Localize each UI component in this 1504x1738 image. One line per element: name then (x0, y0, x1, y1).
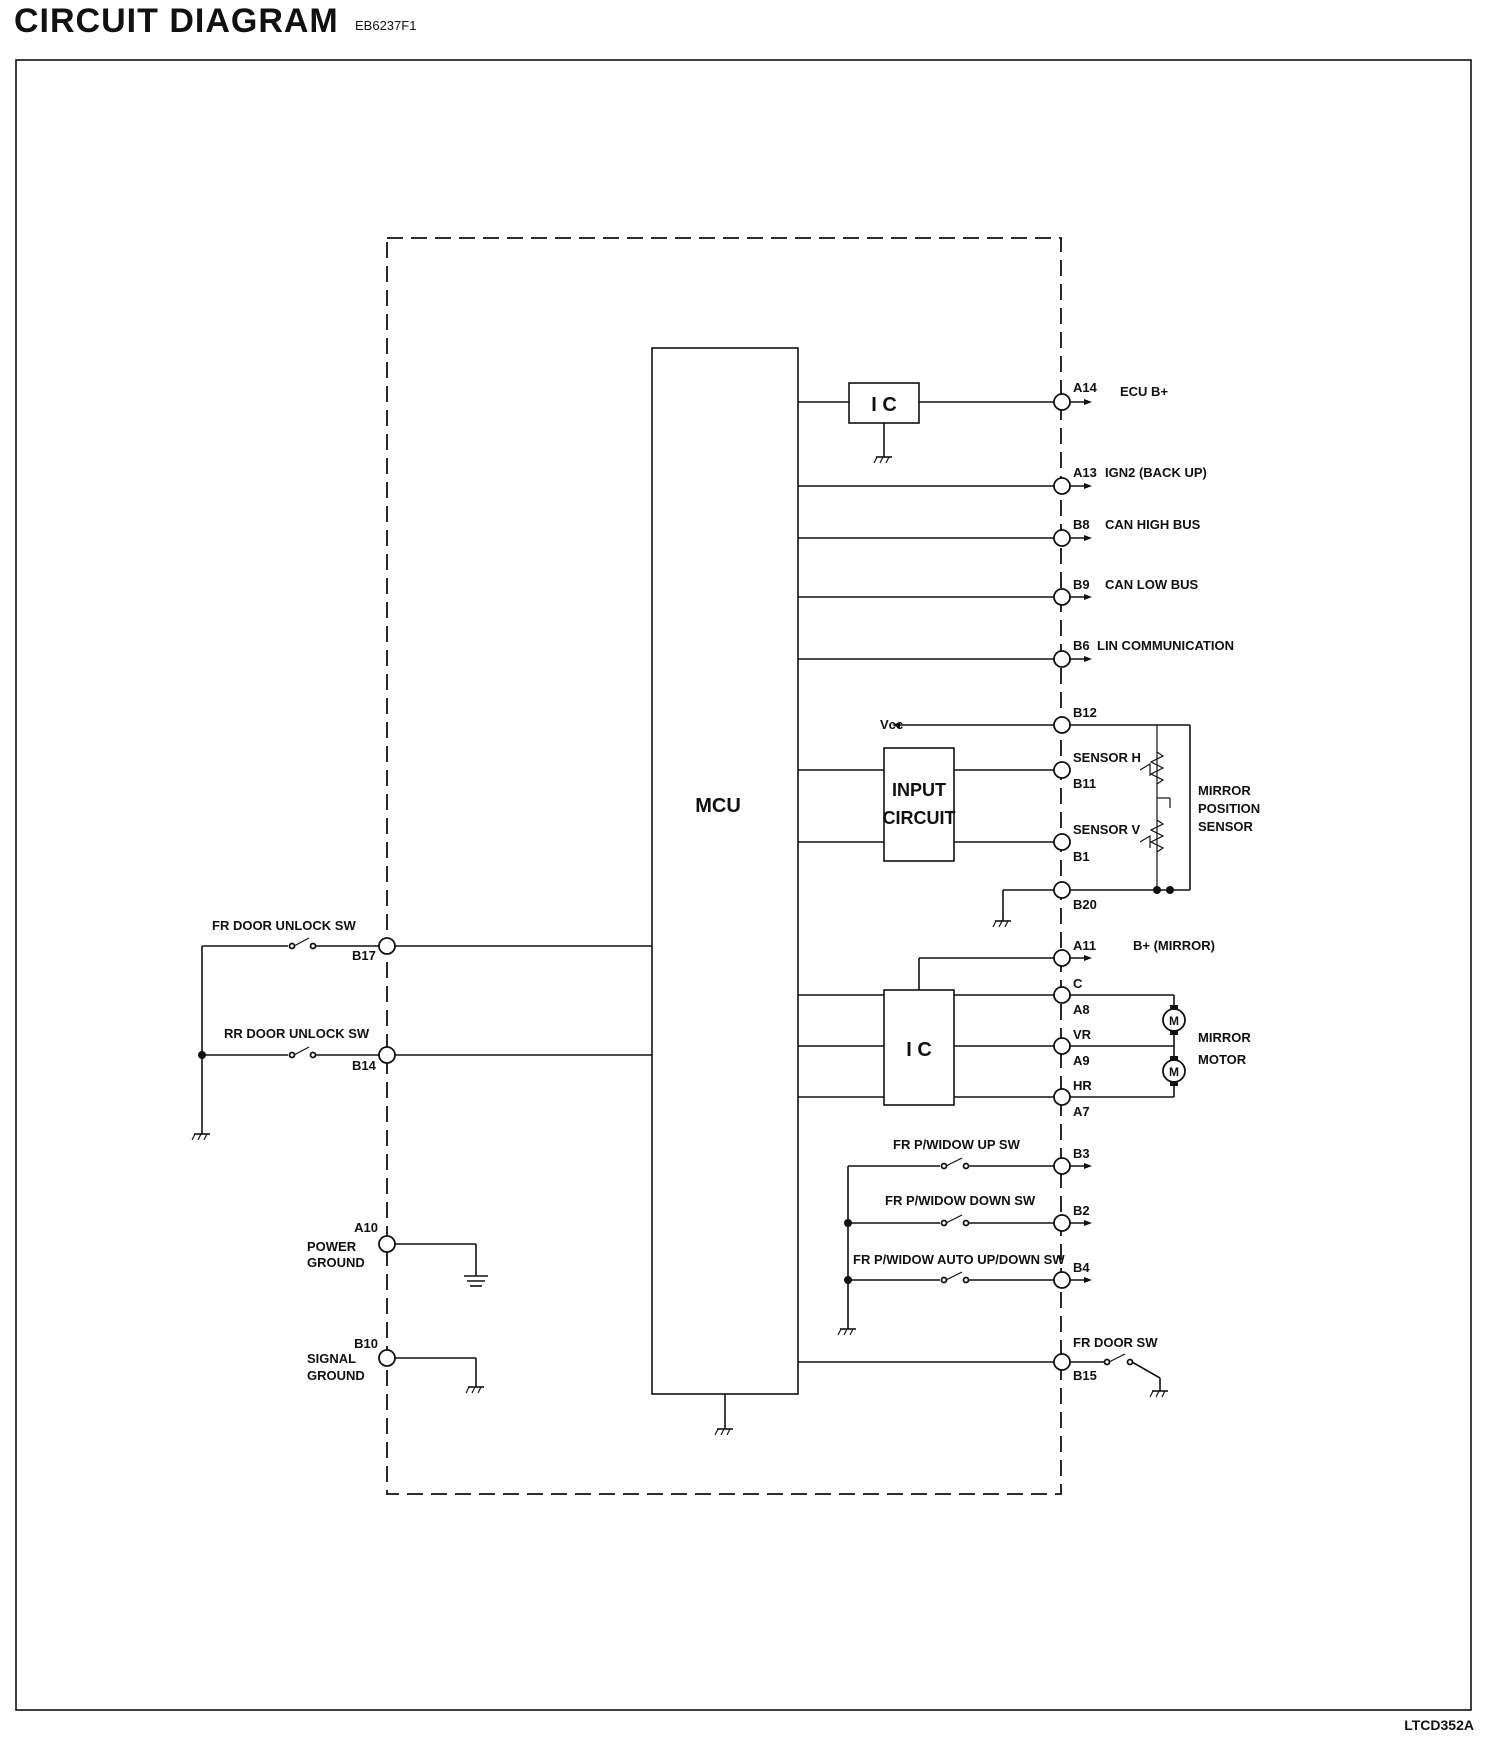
label-fr-unlock: FR DOOR UNLOCK SW (212, 918, 356, 933)
right-signal-lines (798, 398, 1093, 663)
pin-b10: B10 (354, 1336, 378, 1351)
mirror-motor-label-2: MOTOR (1198, 1052, 1247, 1067)
pin-a11: A11 (1073, 938, 1096, 953)
pin-b3: B3 (1073, 1146, 1090, 1161)
motor-symbol-2: M (1169, 1065, 1179, 1079)
figure-code: LTCD352A (1404, 1717, 1474, 1733)
mirror-motor-label-1: MIRROR (1198, 1030, 1251, 1045)
label-c: C (1073, 976, 1083, 991)
label-hr: HR (1073, 1078, 1092, 1093)
label-lin: LIN COMMUNICATION (1097, 638, 1234, 653)
outer-frame (15, 59, 1472, 1711)
mirror-motor: M M (1062, 994, 1186, 1098)
label-power-2: GROUND (307, 1255, 365, 1270)
label-window-down: FR P/WIDOW DOWN SW (885, 1193, 1036, 1208)
pin-a8: A8 (1073, 1002, 1090, 1017)
window-switches (837, 1157, 1093, 1336)
pin-b12: B12 (1073, 705, 1097, 720)
pin-b15: B15 (1073, 1368, 1097, 1383)
pin-a7: A7 (1073, 1104, 1090, 1119)
label-can-high: CAN HIGH BUS (1105, 517, 1201, 532)
mirror-position-sensor-label-3: SENSOR (1198, 819, 1254, 834)
label-ign2: IGN2 (BACK UP) (1105, 465, 1207, 480)
pin-a10: A10 (354, 1220, 378, 1235)
pin-b4: B4 (1073, 1260, 1090, 1275)
pin-b14: B14 (352, 1058, 377, 1073)
pin-b11: B11 (1073, 776, 1096, 791)
module-boundary (386, 237, 1062, 1495)
pin-a13: A13 (1073, 465, 1097, 480)
page-title: CIRCUIT DIAGRAM (14, 2, 339, 40)
label-sensor-v: SENSOR V (1073, 822, 1141, 837)
fr-door-switch (798, 1353, 1169, 1398)
mirror-position-sensor-label-2: POSITION (1198, 801, 1260, 816)
pin-b8: B8 (1073, 517, 1090, 532)
document-code: EB6237F1 (355, 18, 417, 33)
mcu-block: MCU (651, 347, 799, 1436)
ic-mid-label: I C (906, 1039, 932, 1061)
pin-b6: B6 (1073, 638, 1090, 653)
left-grounds (387, 1243, 488, 1394)
label-fr-door-sw: FR DOOR SW (1073, 1335, 1158, 1350)
pin-a9: A9 (1073, 1053, 1090, 1068)
left-unlock-switches (191, 937, 652, 1141)
input-circuit-block: INPUT CIRCUIT (798, 722, 1062, 928)
pin-b2: B2 (1073, 1203, 1090, 1218)
input-circuit-label-2: CIRCUIT (883, 808, 956, 828)
pin-b17: B17 (352, 948, 376, 963)
ic-top-block: I C (798, 382, 1062, 464)
label-ecu-b: ECU B+ (1120, 384, 1168, 399)
mirror-position-sensor (1062, 724, 1191, 894)
right-terminals (1053, 393, 1071, 1371)
pin-b9: B9 (1073, 577, 1090, 592)
label-vr: VR (1073, 1027, 1092, 1042)
label-signal-1: SIGNAL (307, 1351, 356, 1366)
label-can-low: CAN LOW BUS (1105, 577, 1198, 592)
input-circuit-label-1: INPUT (892, 780, 946, 800)
label-window-auto: FR P/WIDOW AUTO UP/DOWN SW (853, 1252, 1065, 1267)
pin-b20: B20 (1073, 897, 1097, 912)
motor-symbol-1: M (1169, 1014, 1179, 1028)
mirror-position-sensor-label-1: MIRROR (1198, 783, 1251, 798)
label-vcc: Vcc (880, 717, 903, 732)
left-terminals (378, 937, 396, 1367)
pin-a14: A14 (1073, 380, 1098, 395)
label-window-up: FR P/WIDOW UP SW (893, 1137, 1021, 1152)
label-power-1: POWER (307, 1239, 357, 1254)
mcu-label: MCU (695, 795, 741, 817)
label-sensor-h: SENSOR H (1073, 750, 1141, 765)
label-signal-2: GROUND (307, 1368, 365, 1383)
ic-top-label: I C (871, 394, 897, 416)
ic-mid-block: I C (798, 954, 1093, 1106)
label-rr-unlock: RR DOOR UNLOCK SW (224, 1026, 370, 1041)
pin-b1: B1 (1073, 849, 1090, 864)
label-b-mirror: B+ (MIRROR) (1133, 938, 1215, 953)
